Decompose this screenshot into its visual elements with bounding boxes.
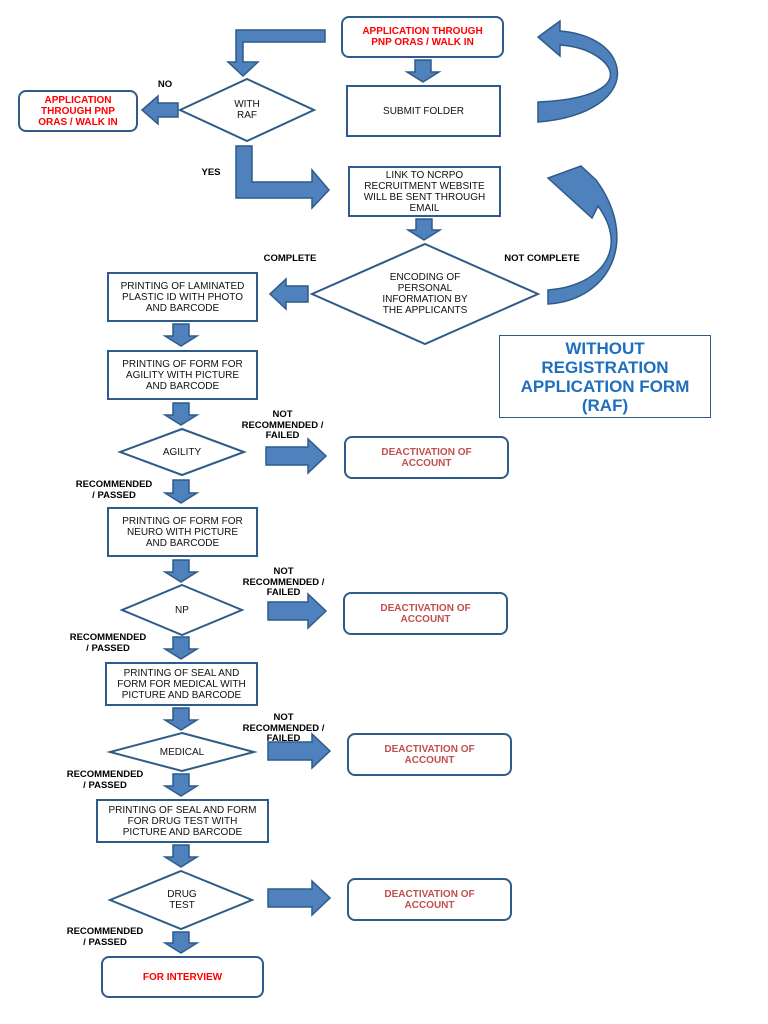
encoding-text: ENCODING OF PERSONAL INFORMATION BY THE … bbox=[382, 272, 468, 316]
print-neuro-box: PRINTING OF FORM FOR NEURO WITH PICTURE … bbox=[107, 507, 258, 557]
small-arrows-group bbox=[140, 59, 443, 954]
elbow-arrow-top bbox=[226, 29, 326, 78]
print-id-box: PRINTING OF LAMINATED PLASTIC ID WITH PH… bbox=[107, 272, 258, 322]
np-diamond bbox=[119, 583, 245, 637]
submit-folder-box: SUBMIT FOLDER bbox=[346, 85, 501, 137]
drug-test-text: DRUG TEST bbox=[167, 889, 197, 911]
np-text: NP bbox=[175, 604, 189, 616]
recommended-label-drug-test: RECOMMENDED / PASSED bbox=[66, 926, 144, 948]
print-agility-box: PRINTING OF FORM FOR AGILITY WITH PICTUR… bbox=[107, 350, 258, 400]
arrow-link-to-encoding bbox=[405, 218, 443, 241]
encoding-diamond bbox=[309, 242, 541, 346]
curved-loop-arrow-top bbox=[536, 19, 619, 123]
arrow-complete-branch bbox=[268, 277, 309, 311]
agility-diamond bbox=[117, 427, 247, 477]
no-label: NO bbox=[157, 79, 173, 90]
arrow-agility-to-neuro-form bbox=[162, 479, 200, 504]
deactivation-agility: DEACTIVATION OF ACCOUNT bbox=[344, 436, 509, 479]
arrow-drug-test-to-interview bbox=[162, 931, 200, 954]
complete-label: COMPLETE bbox=[263, 253, 317, 264]
arrow-np-fail bbox=[267, 592, 328, 630]
deactivation-drug-test: DEACTIVATION OF ACCOUNT bbox=[347, 878, 512, 921]
arrow-id-to-agility-form bbox=[162, 323, 200, 347]
medical-diamond bbox=[106, 731, 258, 773]
arrow-agility-fail bbox=[265, 437, 328, 475]
arrow-drug-form-to-drug-test bbox=[162, 844, 200, 868]
medical-text: MEDICAL bbox=[159, 746, 205, 758]
not-recommended-label-agility: NOT RECOMMENDED / FAILED bbox=[241, 409, 324, 441]
diagram-title: WITHOUT REGISTRATION APPLICATION FORM (R… bbox=[499, 335, 711, 418]
arrow-medical-to-drug-form bbox=[162, 773, 200, 797]
not-recommended-label-np: NOT RECOMMENDED / FAILED bbox=[242, 566, 325, 598]
deactivation-medical: DEACTIVATION OF ACCOUNT bbox=[347, 733, 512, 776]
start-node: APPLICATION THROUGH PNP ORAS / WALK IN bbox=[341, 16, 504, 58]
deactivation-np: DEACTIVATION OF ACCOUNT bbox=[343, 592, 508, 635]
elbow-arrow-yes bbox=[235, 145, 331, 210]
link-email-box: LINK TO NCRPO RECRUITMENT WEBSITE WILL B… bbox=[348, 166, 501, 217]
recommended-label-agility: RECOMMENDED / PASSED bbox=[75, 479, 153, 501]
with-raf-text: WITH RAF bbox=[234, 99, 260, 121]
arrow-neuro-form-to-np bbox=[162, 559, 200, 583]
arrow-medical-form-to-medical bbox=[162, 707, 200, 731]
agility-text: AGILITY bbox=[162, 446, 202, 458]
not-recommended-label-medical: NOT RECOMMENDED / FAILED bbox=[242, 712, 325, 744]
recommended-label-medical: RECOMMENDED / PASSED bbox=[66, 769, 144, 791]
arrow-drug-test-fail bbox=[267, 879, 332, 917]
arrow-medical-fail bbox=[267, 732, 332, 770]
arrow-start-to-submit bbox=[404, 59, 442, 83]
arrow-np-to-medical-form bbox=[162, 636, 200, 660]
arrow-no-branch bbox=[140, 94, 179, 126]
drug-test-diamond bbox=[107, 869, 255, 931]
with-raf-diamond bbox=[177, 77, 317, 143]
print-medical-box: PRINTING OF SEAL AND FORM FOR MEDICAL WI… bbox=[105, 662, 258, 706]
arrow-agility-form-to-agility bbox=[162, 402, 200, 426]
for-interview-node: FOR INTERVIEW bbox=[101, 956, 264, 998]
no-branch-node: APPLICATION THROUGH PNP ORAS / WALK IN bbox=[18, 90, 138, 132]
not-complete-label: NOT COMPLETE bbox=[504, 253, 580, 264]
recommended-label-np: RECOMMENDED / PASSED bbox=[69, 632, 147, 654]
curved-loop-arrow-bottom bbox=[546, 165, 618, 305]
yes-label: YES bbox=[201, 167, 221, 178]
print-drug-box: PRINTING OF SEAL AND FORM FOR DRUG TEST … bbox=[96, 799, 269, 843]
